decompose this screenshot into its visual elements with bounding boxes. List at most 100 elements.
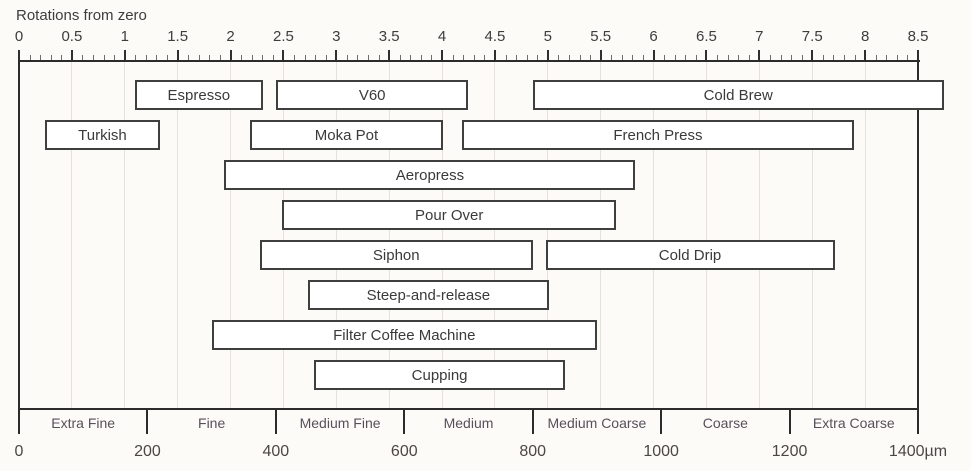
gridline [388,62,390,409]
top-axis-tick-label: 6.5 [696,28,717,45]
top-axis-major-tick [229,50,232,60]
gridline [441,62,443,409]
top-axis-major-tick [123,50,126,60]
gridline [547,62,549,409]
top-axis-tick-label: 3 [332,28,341,45]
top-axis-minor-tick [82,55,84,60]
gridline [177,62,179,409]
top-axis-minor-tick [251,55,253,60]
bottom-axis-tick-label: 400 [262,443,290,460]
top-axis-minor-tick [875,55,877,60]
top-axis-major-tick [282,50,285,60]
bar-label: Cold Brew [703,86,773,104]
top-axis-minor-tick [590,55,592,60]
bar-label: Cupping [411,366,468,384]
bar-pour-over: Pour Over [282,200,617,230]
top-axis-tick-label: 0 [14,28,24,45]
top-axis-minor-tick [410,55,412,60]
top-axis-major-tick [811,50,814,60]
bottom-axis-tick-label: 1000 [643,443,679,460]
top-axis-minor-tick [801,55,803,60]
top-axis-minor-tick [241,55,243,60]
top-axis-title: Rotations from zero [16,7,147,24]
top-axis-major-tick [705,50,708,60]
bar-steep-and-release: Steep-and-release [307,280,549,310]
top-axis-minor-tick [315,55,317,60]
plot-border-left [18,60,20,408]
top-axis-minor-tick [167,55,169,60]
zone-label-medium: Medium [443,415,494,431]
top-axis-minor-tick [558,55,560,60]
top-axis-minor-tick [473,55,475,60]
top-axis-tick-label: 3.5 [378,28,400,45]
bar-label: Siphon [372,246,420,264]
zone-label-medium-coarse: Medium Coarse [547,415,647,431]
top-axis-tick-label: 6 [649,28,658,45]
bar-cupping: Cupping [314,360,565,390]
top-axis-minor-tick [695,55,697,60]
zone-label-extra-fine: Extra Fine [51,415,116,431]
gridline [494,62,496,409]
top-axis-minor-tick [463,55,465,60]
top-axis-tick-label: 2.5 [272,28,294,45]
bar-aeropress: Aeropress [224,160,636,190]
plot-border-right [917,60,919,408]
bottom-axis-tick-label: 200 [134,443,161,460]
top-axis-minor-tick [611,55,613,60]
top-axis-minor-tick [717,55,719,60]
top-axis-major-tick [864,50,867,60]
top-axis-minor-tick [791,55,793,60]
bar-label: Turkish [78,126,127,144]
top-axis-minor-tick [780,55,782,60]
gridline [335,62,337,409]
top-axis-major-tick [18,50,20,60]
top-axis-minor-tick [568,55,570,60]
top-axis-minor-tick [526,55,528,60]
plot-border-top [19,60,920,62]
bottom-axis-tick [531,409,534,434]
bar-label: Steep-and-release [366,286,491,304]
top-axis-major-tick [441,50,444,60]
top-axis-minor-tick [209,55,211,60]
top-axis-minor-tick [484,55,486,60]
bottom-axis-tick-label: 1400µm [888,443,948,460]
top-axis-tick-label: 8.5 [907,28,929,45]
top-axis-tick-label: 8 [860,28,870,45]
top-axis-minor-tick [505,55,507,60]
bar-moka-pot: Moka Pot [250,120,443,150]
top-axis-minor-tick [399,55,401,60]
gridline [705,62,707,409]
top-axis-major-tick [335,50,338,60]
top-axis-minor-tick [664,55,666,60]
gridline [811,62,813,409]
top-axis-minor-tick [769,55,771,60]
top-axis-minor-tick [843,55,845,60]
bottom-axis-tick-label: 800 [519,443,547,460]
top-axis-minor-tick [833,55,835,60]
top-axis-minor-tick [114,55,116,60]
top-axis-minor-tick [822,55,824,60]
top-axis-minor-tick [896,55,898,60]
top-axis-minor-tick [907,55,909,60]
top-axis-minor-tick [452,55,454,60]
top-axis-minor-tick [886,55,888,60]
top-axis-minor-tick [188,55,190,60]
bar-espresso: Espresso [134,80,263,110]
top-axis-minor-tick [378,55,380,60]
top-axis-major-tick [546,50,549,60]
top-axis-minor-tick [219,55,221,60]
top-axis-minor-tick [304,55,306,60]
top-axis-major-tick [599,50,602,60]
top-axis-tick-label: 4 [437,28,447,45]
top-axis-minor-tick [357,55,359,60]
top-axis-tick-label: 2 [226,28,235,45]
zone-label-coarse: Coarse [702,415,748,431]
bottom-axis-tick [403,409,406,434]
bar-label: Moka Pot [314,126,379,144]
top-axis-minor-tick [156,55,158,60]
top-axis-minor-tick [135,55,137,60]
bar-turkish: Turkish [44,120,161,150]
top-axis-minor-tick [674,55,676,60]
top-axis-tick-label: 4.5 [484,28,506,45]
